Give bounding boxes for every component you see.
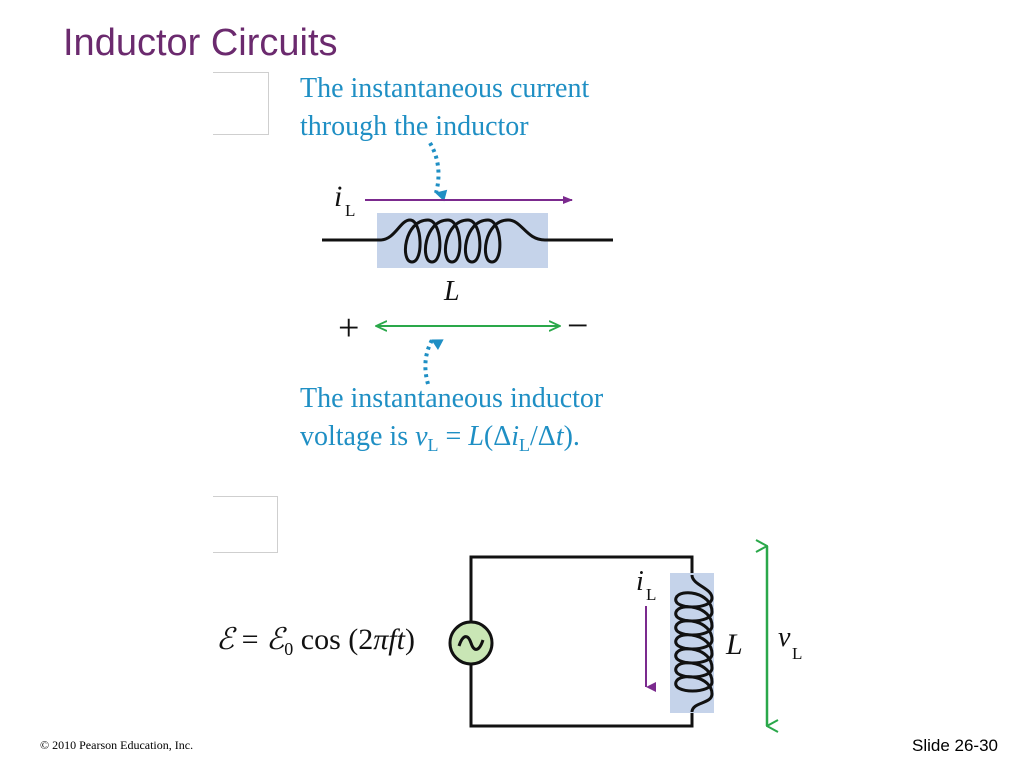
voltage-caption-line1: The instantaneous inductor <box>300 383 604 414</box>
copyright: © 2010 Pearson Education, Inc. <box>40 738 194 752</box>
current-caption: The instantaneous current through the in… <box>300 70 589 146</box>
emf-amplitude: ℰ <box>266 623 285 656</box>
slide-number: Slide 26-30 <box>912 736 999 755</box>
voltage-caption-line2: voltage is vL = L(ΔiL/Δt). <box>300 418 603 456</box>
bottom-inductor-coil <box>674 574 714 713</box>
current-caption-line2: through the inductor <box>300 111 529 142</box>
equation-time: t <box>555 421 564 452</box>
emf-lhs: ℰ <box>216 623 235 656</box>
emf-equation: ℰ = ℰ0 cos (2πft) <box>216 620 415 660</box>
bottom-current-symbol: i <box>636 566 644 597</box>
equation-current: i <box>511 421 520 452</box>
emf-close: ) <box>404 623 415 656</box>
voltage-caption-prefix: voltage is <box>300 421 416 452</box>
equation-current-subscript: L <box>519 435 531 455</box>
emf-equals: = <box>234 623 267 656</box>
ac-source-icon <box>457 635 485 651</box>
voltage-subscript: L <box>427 435 439 455</box>
voltage-symbol: v <box>415 421 428 452</box>
top-current-subscript: L <box>345 201 355 220</box>
image-placeholder-bottom <box>213 496 278 553</box>
top-inductor-label: L <box>443 276 460 307</box>
emf-pi: π <box>373 623 389 656</box>
current-caption-line1: The instantaneous current <box>300 73 590 104</box>
emf-ft: ft <box>388 623 405 656</box>
top-current-symbol: i <box>334 180 342 213</box>
equation-equals: = <box>438 421 469 452</box>
bottom-voltage-subscript: L <box>792 644 802 663</box>
bottom-current-subscript: L <box>646 585 656 604</box>
circuit-wire <box>469 555 694 728</box>
image-placeholder-top <box>213 72 269 135</box>
equation-slash: /Δ <box>530 421 556 452</box>
emf-cos: cos (2 <box>293 623 374 656</box>
top-inductor-coil <box>379 218 546 264</box>
minus-sign: − <box>567 305 588 347</box>
slide-title: Inductor Circuits <box>63 22 338 64</box>
voltage-pointer-arrow <box>423 339 444 385</box>
equation-open: (Δ <box>483 421 512 452</box>
bottom-inductor-label: L <box>725 628 743 661</box>
plus-sign: + <box>338 307 359 349</box>
equation-close: ). <box>563 421 580 452</box>
emf-amplitude-subscript: 0 <box>284 639 294 659</box>
voltage-caption: The instantaneous inductor voltage is vL… <box>300 380 603 456</box>
equation-inductance: L <box>468 421 484 452</box>
bottom-voltage-symbol: v <box>778 622 791 653</box>
